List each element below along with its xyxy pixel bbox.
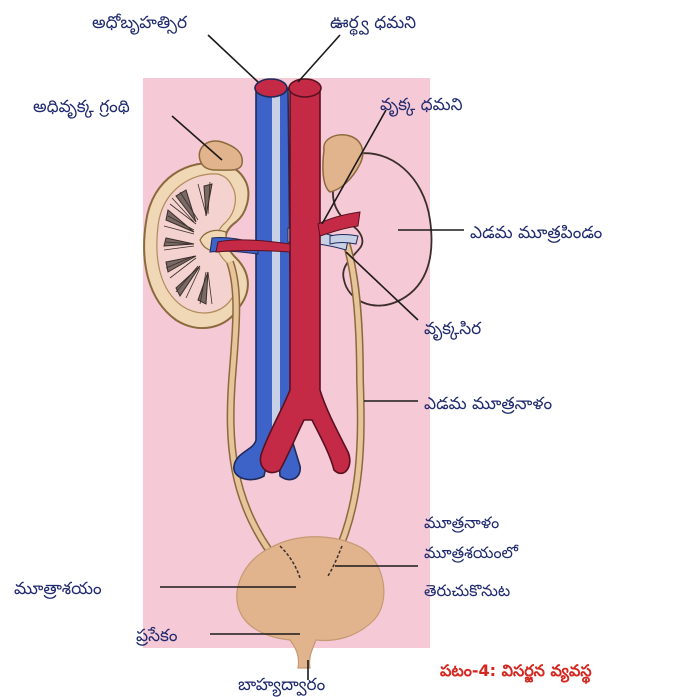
label-renal-artery: వృక్క ధమని: [380, 95, 463, 117]
label-inferior-vena-cava: అధోబృహత్సిర: [92, 13, 188, 35]
label-dorsal-aorta: ఊర్థ్వ ధమని: [330, 13, 416, 36]
label-urinary-bladder: మూత్రాశయం: [14, 579, 102, 599]
label-ureter-opening-1: మూత్రనాళం: [424, 513, 499, 533]
label-adrenal-gland: అధివృక్క గ్రంథి: [33, 97, 130, 119]
label-urethral-opening: బాహ్యద్వారం: [238, 675, 326, 697]
urinary-bladder-shape: [237, 537, 384, 668]
label-left-kidney: ఎడమ మూత్రపిండం: [470, 223, 603, 243]
figure-caption: పటం-4: విసర్జన వ్యవస్థ: [440, 661, 592, 684]
label-ureter-opening-2: మూత్రశయంలో: [424, 543, 520, 563]
label-ureter-opening-3: తెరుచుకొనుట: [424, 581, 510, 600]
label-left-ureter: ఎడమ మూత్రనాళం: [424, 394, 552, 414]
label-renal-vein: వృక్కసిర: [424, 319, 482, 341]
label-urethra: ప్రసేకం: [136, 626, 178, 646]
